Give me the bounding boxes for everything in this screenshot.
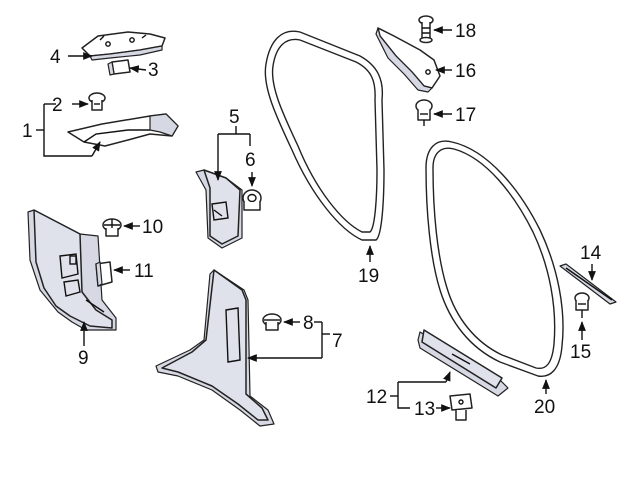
leader-lines [36, 26, 596, 412]
callout-4: 4 [50, 47, 61, 68]
callout-labels: 4 3 2 1 5 6 10 11 9 8 7 19 18 16 17 14 1… [22, 21, 602, 420]
callout-2: 2 [52, 95, 63, 116]
part-14-strip [559, 263, 617, 305]
part-3-clip [107, 59, 131, 76]
callout-6: 6 [245, 150, 256, 171]
callout-19: 19 [358, 266, 379, 287]
part-6-grommet [242, 189, 262, 211]
callout-15: 15 [570, 342, 591, 363]
callout-8: 8 [303, 313, 314, 334]
part-19-front-door-seal [264, 30, 385, 241]
callout-13: 13 [414, 399, 435, 420]
part-5-b-pillar-upper-trim [195, 169, 243, 249]
part-4-upper-bracket [81, 31, 166, 61]
part-13-clip [449, 393, 473, 421]
callout-5: 5 [229, 107, 240, 128]
callout-16: 16 [455, 61, 476, 82]
part-1-a-pillar-trim [67, 113, 179, 147]
part-18-bolt [418, 15, 434, 44]
callout-1: 1 [22, 121, 33, 142]
part-2-push-clip [88, 92, 106, 111]
callout-9: 9 [78, 348, 89, 369]
part-12-scuff-plate [417, 329, 509, 397]
part-15-clip [574, 292, 590, 318]
part-17-clip [415, 99, 433, 126]
callout-12: 12 [366, 387, 387, 408]
callout-3: 3 [148, 60, 159, 81]
part-20-rear-door-seal [425, 140, 564, 377]
callout-10: 10 [142, 217, 163, 238]
part-10-screw [102, 218, 122, 237]
callout-18: 18 [455, 21, 476, 42]
callout-20: 20 [534, 397, 555, 418]
callout-17: 17 [455, 105, 476, 126]
part-9-lower-pillar-trim [27, 209, 117, 331]
part-16-trim-cover [375, 27, 441, 93]
callout-7: 7 [332, 331, 343, 352]
part-7-b-pillar-lower-trim [155, 269, 275, 427]
callout-14: 14 [580, 243, 602, 264]
part-8-clip [262, 313, 282, 331]
callout-11: 11 [134, 261, 154, 282]
part-11-clip [95, 261, 113, 287]
